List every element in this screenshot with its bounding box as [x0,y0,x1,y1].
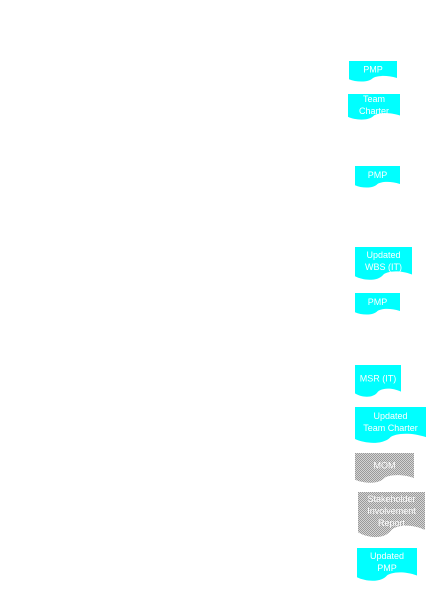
document-label-line: Involvement [367,506,416,516]
document-label-line: WBS (IT) [365,262,402,272]
document-label-line: PMP [363,65,383,75]
document-shape [357,548,417,581]
document-label-line: Updated [373,411,407,421]
document-label-line: Team Charter [363,423,418,433]
document-label-line: Report [378,518,406,528]
document-shape [355,453,414,483]
document-shape [348,94,400,120]
document-pmp-1: PMP [349,61,397,82]
document-label-line: Charter [359,106,389,116]
document-mom: MOM [355,453,414,483]
document-shape [355,365,401,397]
document-pmp-3: PMP [355,293,400,315]
document-label-line: Stakeholder [367,494,415,504]
document-msr-it: MSR (IT) [355,365,401,397]
document-label-line: PMP [377,563,397,573]
document-shape [349,61,397,82]
document-label-line: MSR (IT) [360,373,397,383]
document-pmp-2: PMP [355,166,400,188]
document-label-line: PMP [368,297,388,307]
document-label-line: PMP [368,170,388,180]
document-label-line: Updated [370,551,404,561]
document-label-line: Team [363,94,385,104]
document-label-line: Updated [366,250,400,260]
document-shape [355,407,426,443]
document-shape [355,166,400,188]
document-label-line: MOM [374,460,396,470]
document-shape [355,247,412,280]
document-shape [358,492,425,538]
document-shape [355,293,400,315]
